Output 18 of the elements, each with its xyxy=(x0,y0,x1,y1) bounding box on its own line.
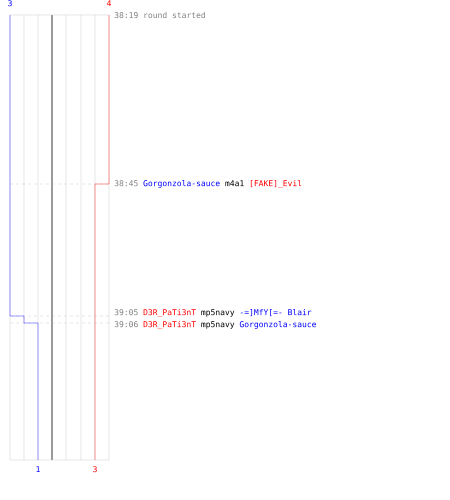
team-count: 3 xyxy=(8,0,12,6)
weapon-name: mp5navy xyxy=(201,321,234,329)
team-count: 1 xyxy=(36,466,40,472)
team-count: 4 xyxy=(106,0,112,6)
timestamp: 38:19 xyxy=(114,12,138,18)
player-name: D3R_PaTi3nT xyxy=(144,321,196,329)
timestamp: 39:05 xyxy=(114,309,138,316)
team-count: 3 xyxy=(93,466,97,472)
timestamp: 39:06 xyxy=(114,321,138,328)
player-name: Gorgonzola-sauce xyxy=(240,321,316,329)
player-name: D3R_PaTi3nT xyxy=(144,309,196,317)
event-text: round started xyxy=(144,12,205,18)
weapon-name: mp5navy xyxy=(201,309,234,317)
player-name: Gorgonzola-sauce xyxy=(144,180,220,188)
player-name: [FAKE]_Evil xyxy=(250,180,302,188)
player-name: -=]MfY[=- Blair xyxy=(240,309,312,316)
timestamp: 38:45 xyxy=(114,180,138,186)
weapon-name: m4a1 xyxy=(225,180,244,186)
